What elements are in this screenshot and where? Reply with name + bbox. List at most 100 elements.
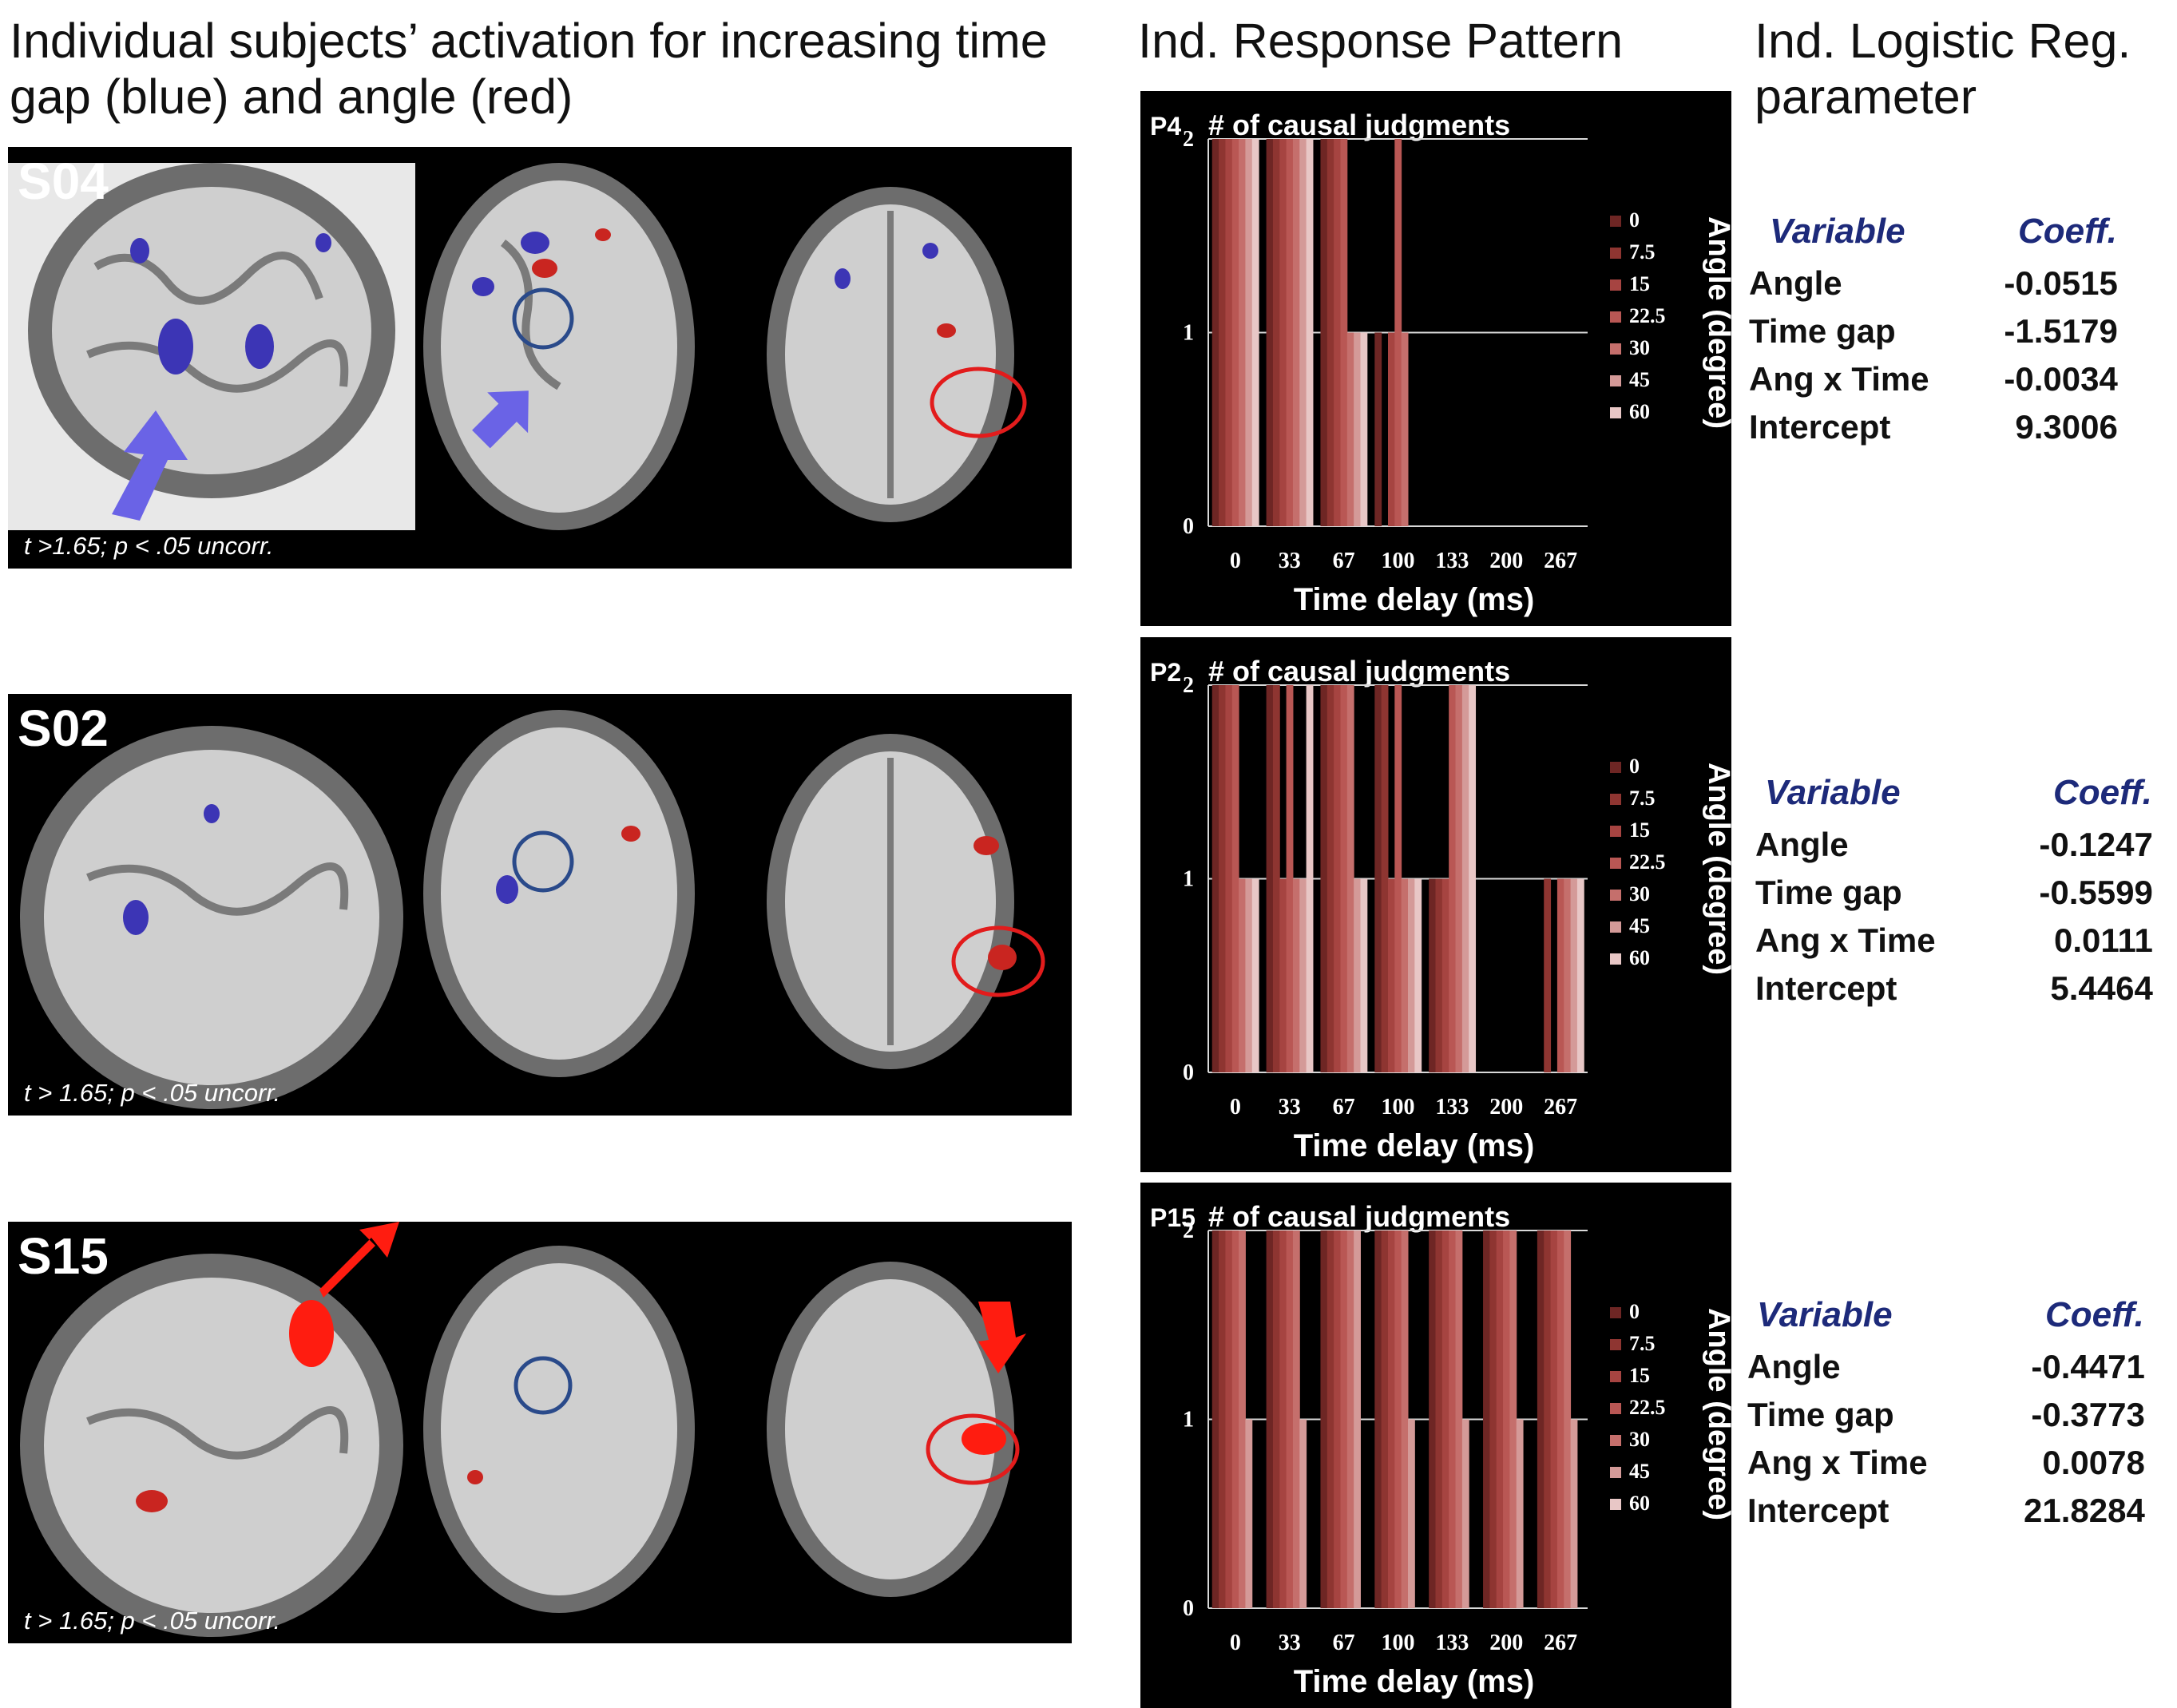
bar	[1286, 139, 1294, 526]
bar	[1279, 139, 1287, 526]
participant-label: P4	[1150, 112, 1181, 141]
red-arrow-icon	[319, 1222, 399, 1298]
table-row: Time gap -0.5599	[1755, 869, 2153, 917]
bar	[1387, 1230, 1395, 1608]
y-tick-label: 1	[1183, 867, 1194, 892]
bar	[1394, 685, 1402, 1072]
bar	[1556, 1230, 1564, 1608]
table-row: Time gap-1.5179	[1749, 307, 2118, 355]
bar	[1306, 685, 1314, 1072]
bar	[1279, 1230, 1287, 1608]
x-tick-label: 100	[1382, 1095, 1415, 1120]
table-header-variable: Variable	[1765, 773, 1901, 812]
red-arrow-icon	[978, 1302, 1026, 1373]
subject-label: S04	[18, 153, 109, 210]
participant-label: P15	[1150, 1203, 1196, 1232]
legend-label: 7.5	[1629, 1332, 1656, 1355]
chart-title: # of causal judgments	[1208, 109, 1510, 141]
bar	[1231, 139, 1239, 526]
legend-label: 15	[1629, 818, 1650, 842]
bar	[1239, 1230, 1246, 1608]
table-row: Angle -0.4471	[1747, 1343, 2145, 1391]
legend-label: 0	[1629, 208, 1640, 232]
legend-swatch	[1610, 407, 1621, 418]
subject-label: S02	[18, 699, 109, 757]
bar	[1225, 1230, 1233, 1608]
threshold-note: t > 1.65; p < .05 uncorr.	[24, 1079, 281, 1107]
bar	[1219, 139, 1226, 526]
legend-label: 7.5	[1629, 787, 1656, 810]
bar	[1544, 1230, 1552, 1608]
x-tick-label: 67	[1333, 1095, 1355, 1120]
x-tick-label: 33	[1279, 1095, 1301, 1120]
x-tick-label: 33	[1279, 1631, 1301, 1655]
bar	[1354, 1230, 1361, 1608]
ring-marker	[926, 1413, 1020, 1485]
x-tick-label: 100	[1382, 1631, 1415, 1655]
bar	[1346, 1230, 1354, 1608]
bar	[1576, 878, 1584, 1072]
coefficient-value: -0.5599	[2039, 874, 2153, 911]
legend-label: 15	[1629, 272, 1650, 295]
participant-label: P2	[1150, 658, 1181, 687]
bar	[1516, 1419, 1524, 1608]
legend-title: Angle (degree)	[1702, 216, 1731, 429]
ring-marker	[512, 287, 574, 350]
coefficient-value: -0.4471	[2031, 1348, 2145, 1385]
legend-swatch	[1610, 311, 1621, 323]
bar	[1266, 685, 1274, 1072]
legend-swatch	[1610, 921, 1621, 933]
bar	[1401, 878, 1409, 1072]
legend-swatch	[1610, 1339, 1621, 1350]
bar	[1564, 878, 1572, 1072]
coefficient-value: -0.1247	[2039, 826, 2153, 863]
bar	[1239, 139, 1246, 526]
bar	[1394, 1230, 1402, 1608]
threshold-note: t >1.65; p < .05 uncorr.	[24, 532, 274, 560]
bar	[1564, 1230, 1572, 1608]
bar	[1381, 685, 1389, 1072]
bar	[1340, 685, 1348, 1072]
bar	[1570, 1419, 1578, 1608]
legend-swatch	[1610, 1435, 1621, 1446]
table-header-coeff: Coeff.	[2053, 773, 2152, 812]
legend-swatch	[1610, 858, 1621, 869]
legend-swatch	[1610, 890, 1621, 901]
variable-name: Time gap	[1755, 874, 1902, 911]
bar	[1225, 139, 1233, 526]
threshold-note: t > 1.65; p < .05 uncorr.	[24, 1607, 281, 1635]
variable-name: Angle	[1747, 1348, 1841, 1385]
blue-arrow-icon	[472, 390, 529, 449]
bar	[1251, 878, 1259, 1072]
bar	[1251, 139, 1259, 526]
bar	[1346, 685, 1354, 1072]
x-tick-label: 0	[1230, 549, 1241, 573]
legend-swatch	[1610, 1499, 1621, 1510]
x-tick-label: 33	[1279, 549, 1301, 573]
bar	[1340, 139, 1348, 526]
x-tick-label: 267	[1544, 1095, 1577, 1120]
bar	[1550, 1230, 1558, 1608]
bar	[1239, 878, 1246, 1072]
bar	[1429, 1230, 1437, 1608]
x-tick-label: 0	[1230, 1095, 1241, 1120]
legend-label: 0	[1629, 1300, 1640, 1323]
bar	[1387, 878, 1395, 1072]
ring-marker	[512, 830, 574, 893]
variable-name: Intercept	[1747, 1492, 1890, 1529]
x-tick-label: 267	[1544, 1631, 1577, 1655]
bar	[1211, 685, 1219, 1072]
x-tick-label: 267	[1544, 549, 1577, 573]
bar	[1394, 139, 1402, 526]
bar	[1346, 332, 1354, 526]
legend-swatch	[1610, 794, 1621, 805]
x-axis-label: Time delay (ms)	[1294, 582, 1535, 617]
